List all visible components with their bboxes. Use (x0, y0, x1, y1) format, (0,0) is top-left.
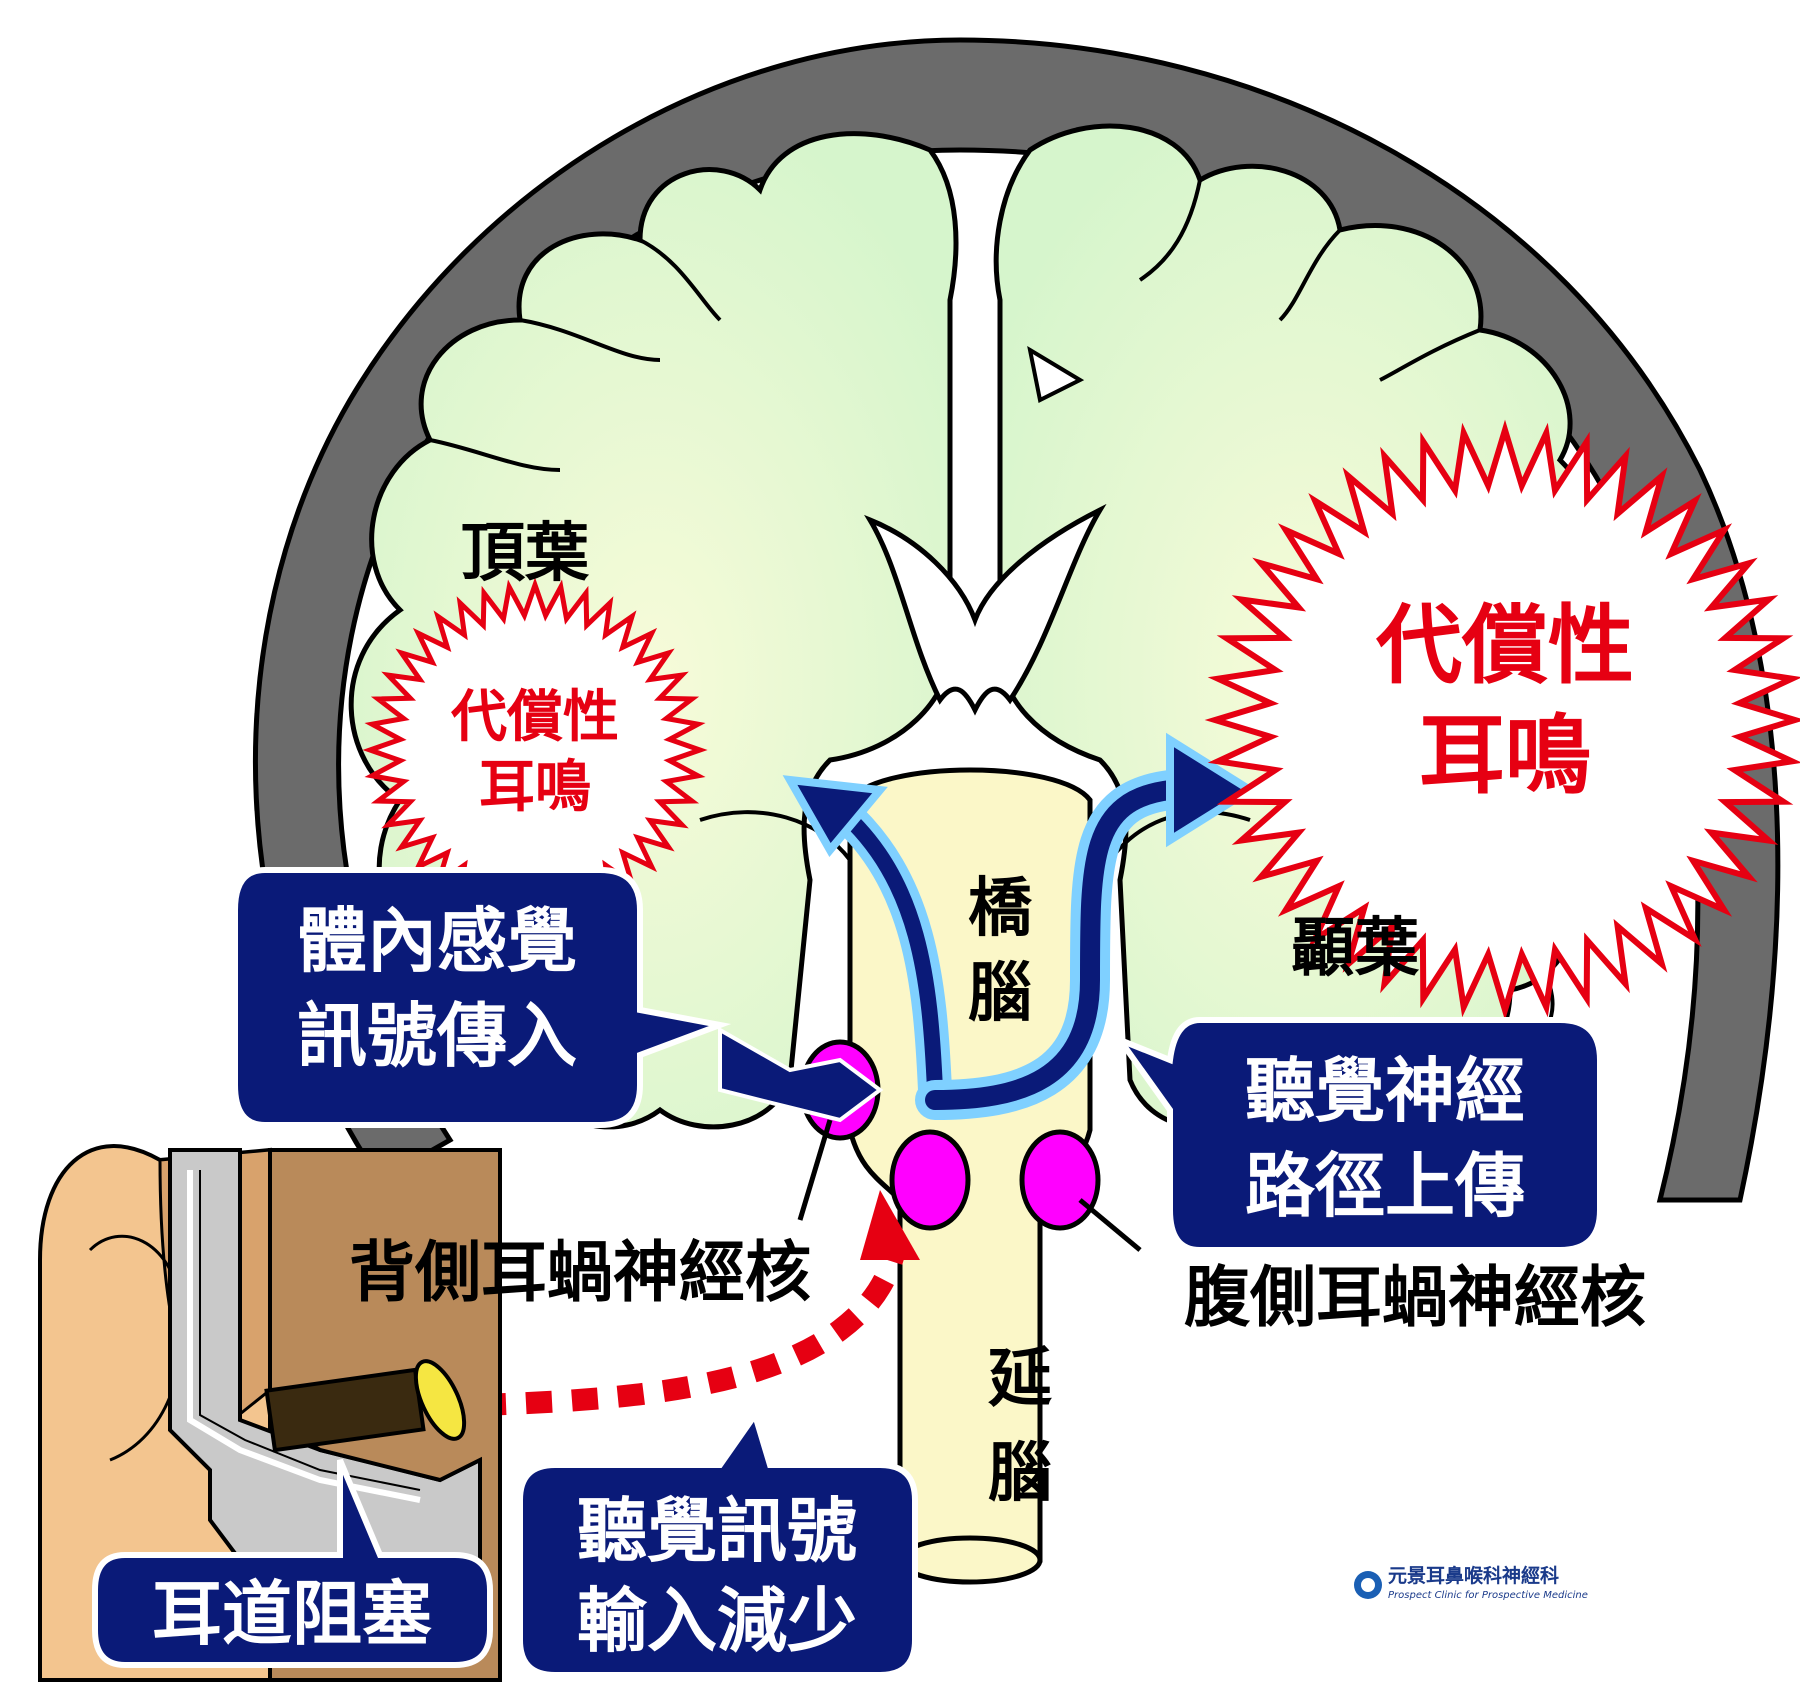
burst-small-line2: 耳鳴 (479, 754, 591, 820)
callout-auditory-pathway: 聽覺神經 路徑上傳 (1111, 1017, 1603, 1253)
ear-illustration (38, 1144, 502, 1682)
pons-label-char2: 腦 (968, 956, 1032, 1031)
somatosensory-arrow (718, 1026, 884, 1123)
medulla-label-char1: 延 (988, 1341, 1052, 1416)
dorsal-nucleus-label: 背側耳蝸神經核 (349, 1233, 811, 1311)
tinnitus-burst-small (362, 577, 708, 923)
parietal-lobe-label: 頂葉 (461, 516, 590, 591)
clinic-logo-subtitle: Prospect Clinic for Prospective Medicine (1388, 1590, 1588, 1601)
callout-somatosensory-line1: 體內感覺 (297, 899, 577, 982)
callout-auditory-pathway-line2: 路徑上傳 (1245, 1144, 1525, 1227)
callout-reduced-input: 聽覺訊號 輸入減少 (517, 1408, 918, 1678)
burst-large-line2: 耳鳴 (1419, 705, 1591, 806)
ventral-nucleus-label: 腹側耳蝸神經核 (1184, 1258, 1646, 1336)
ventral-cochlear-nucleus (1019, 1129, 1101, 1231)
clinic-logo: 元景耳鼻喉科神經科 Prospect Clinic for Prospectiv… (1354, 1564, 1588, 1601)
pons-label-char1: 橋 (968, 871, 1033, 946)
temporal-lobe-label: 顳葉 (1291, 911, 1420, 986)
arrowhead-left (782, 775, 888, 857)
burst-large-line1: 代償性 (1375, 595, 1634, 696)
reduced-input-dotted-arrow (479, 1247, 906, 1416)
tinnitus-burst-large (1204, 419, 1800, 1021)
callout-reduced-input-line2: 輸入減少 (577, 1579, 857, 1662)
burst-small-line1: 代償性 (450, 684, 619, 750)
callout-ear-canal: 耳道阻塞 (92, 1458, 493, 1668)
callout-auditory-pathway-line1: 聽覺神經 (1245, 1049, 1525, 1132)
callout-reduced-input-line1: 聽覺訊號 (577, 1489, 857, 1572)
callout-ear-canal-line1: 耳道阻塞 (152, 1572, 432, 1655)
arrowhead-right (1166, 732, 1258, 848)
callout-somatosensory: 體內感覺 訊號傳入 (232, 867, 732, 1128)
medulla-label-char2: 腦 (988, 1436, 1052, 1511)
dorsal-cochlear-nucleus-b (889, 1129, 971, 1231)
lateral-ventricles (864, 503, 1107, 716)
callout-somatosensory-line2: 訊號傳入 (297, 994, 577, 1077)
clinic-logo-name: 元景耳鼻喉科神經科 (1388, 1564, 1559, 1587)
